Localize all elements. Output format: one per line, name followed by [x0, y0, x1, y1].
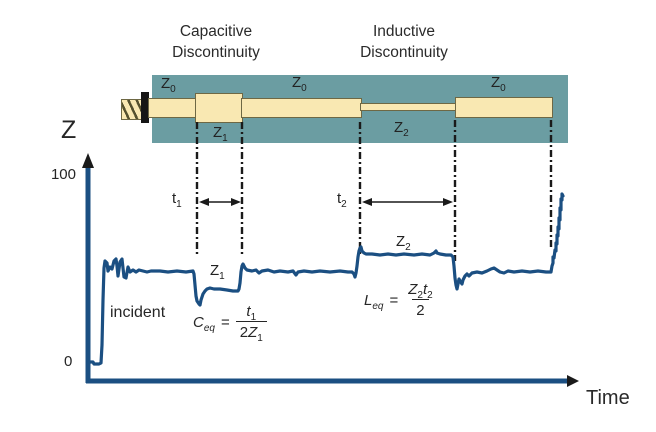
ceq-fraction: t1 2Z1 — [235, 303, 267, 344]
y-tick-100: 100 — [50, 166, 76, 183]
x-axis-arrowhead-icon — [567, 375, 579, 387]
z0-label-right: Z0 — [491, 74, 506, 94]
y-tick-0: 0 — [64, 353, 73, 370]
tdr-waveform-trace — [87, 192, 565, 366]
z0-label-left: Z0 — [161, 75, 176, 95]
z1-label-schematic: Z1 — [213, 124, 228, 144]
z1-label-plot: Z1 — [210, 262, 225, 282]
ceq-denominator: 2Z1 — [235, 321, 267, 344]
y-axis-title: Z — [61, 116, 77, 144]
y-axis-arrowhead-icon — [82, 153, 94, 168]
leq-numerator: Z2t2 — [408, 281, 433, 301]
leq-fraction: Z2t2 2 — [404, 281, 436, 320]
arrowhead-right-icon — [231, 198, 241, 206]
incident-label: incident — [110, 304, 166, 321]
x-axis-title: Time — [586, 387, 630, 409]
ceq-lhs: Ceq — [193, 313, 215, 334]
equals-sign: = — [389, 291, 399, 309]
leq-formula: Leq = Z2t2 2 — [364, 281, 437, 320]
t1-span-label: t1 — [172, 190, 182, 210]
z0-label-middle: Z0 — [292, 74, 307, 94]
arrowhead-left-icon — [199, 198, 209, 206]
inductive-discontinuity-label: Inductive Discontinuity — [360, 23, 448, 61]
leq-lhs: Leq — [364, 291, 384, 312]
ceq-numerator: t1 — [246, 303, 257, 323]
connector-collar — [141, 92, 149, 123]
arrowhead-right-icon — [443, 198, 453, 206]
capacitive-block — [195, 93, 243, 123]
equals-sign: = — [220, 313, 230, 331]
line-segment-right — [455, 97, 553, 118]
capacitive-discontinuity-label: Capacitive Discontinuity — [172, 23, 260, 61]
z2-label-schematic: Z2 — [394, 119, 409, 139]
ceq-formula: Ceq = t1 2Z1 — [193, 303, 267, 344]
leq-denominator: 2 — [412, 299, 429, 319]
arrowhead-left-icon — [362, 198, 372, 206]
z2-label-plot: Z2 — [396, 233, 411, 253]
t2-span-label: t2 — [337, 190, 347, 210]
